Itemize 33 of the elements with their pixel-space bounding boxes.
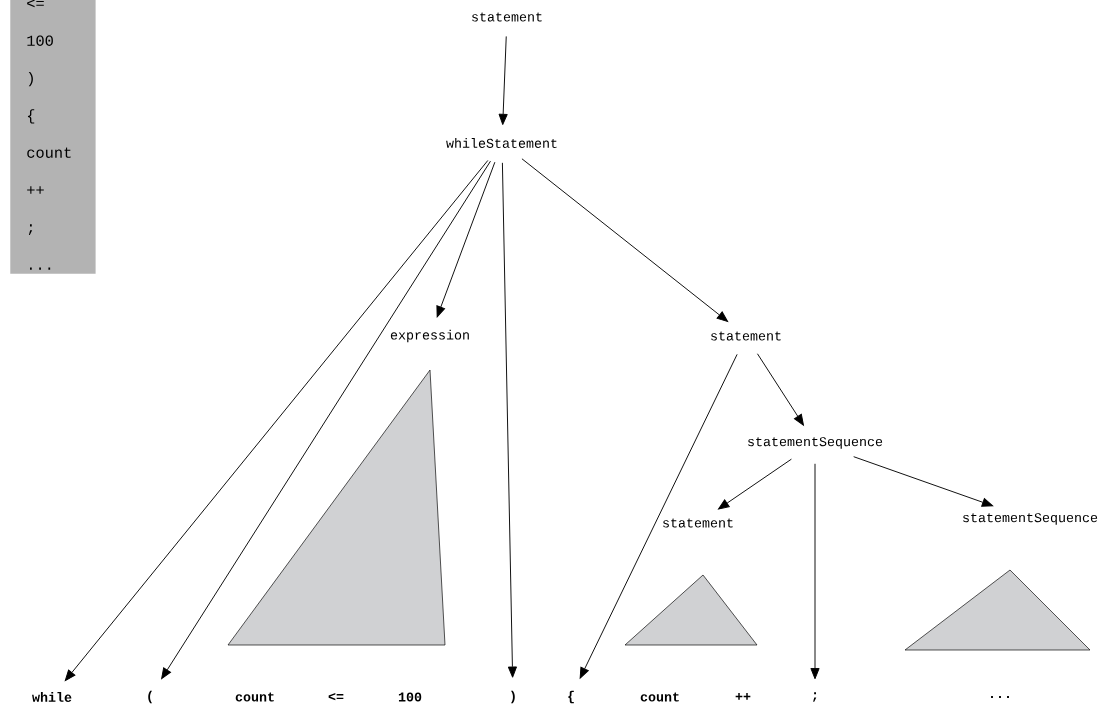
token-text: ++ — [735, 693, 751, 700]
token-text: count — [640, 692, 679, 702]
nonterminal-label: statement — [711, 331, 781, 341]
token-text: <= — [328, 693, 344, 701]
arrow — [521, 158, 729, 322]
token-text: 100 — [398, 692, 422, 702]
token-list-box: <= 100 ) { count ++ ; ... — [10, 0, 96, 274]
arrow — [161, 160, 491, 680]
arrow — [579, 353, 738, 679]
arrow — [436, 161, 496, 318]
nonterminal-label: expression — [390, 329, 469, 343]
token-text: ( — [148, 690, 152, 704]
subtree-triangle — [624, 574, 758, 646]
token-text: { — [568, 690, 574, 704]
arrow — [810, 463, 820, 680]
arrow — [757, 353, 804, 426]
arrow — [853, 456, 994, 507]
token-text: ; — [813, 692, 817, 702]
token-text: ... — [991, 696, 1009, 698]
arrow — [501, 162, 517, 678]
token-text: while — [32, 692, 72, 702]
nonterminal-label: statementSequence — [963, 513, 1098, 525]
arrow — [718, 458, 792, 510]
nonterminal-label: statement — [663, 518, 733, 528]
token-text: count — [235, 692, 274, 702]
token-text: ) — [511, 690, 515, 704]
nonterminal-label: statementSequence — [748, 437, 883, 449]
nonterminal-label: statement — [472, 12, 542, 22]
subtree-triangle — [227, 369, 446, 646]
arrow — [64, 160, 489, 682]
arrow — [498, 35, 508, 126]
nonterminal-label: whileStatement — [446, 138, 557, 148]
subtree-triangle — [904, 569, 1091, 651]
